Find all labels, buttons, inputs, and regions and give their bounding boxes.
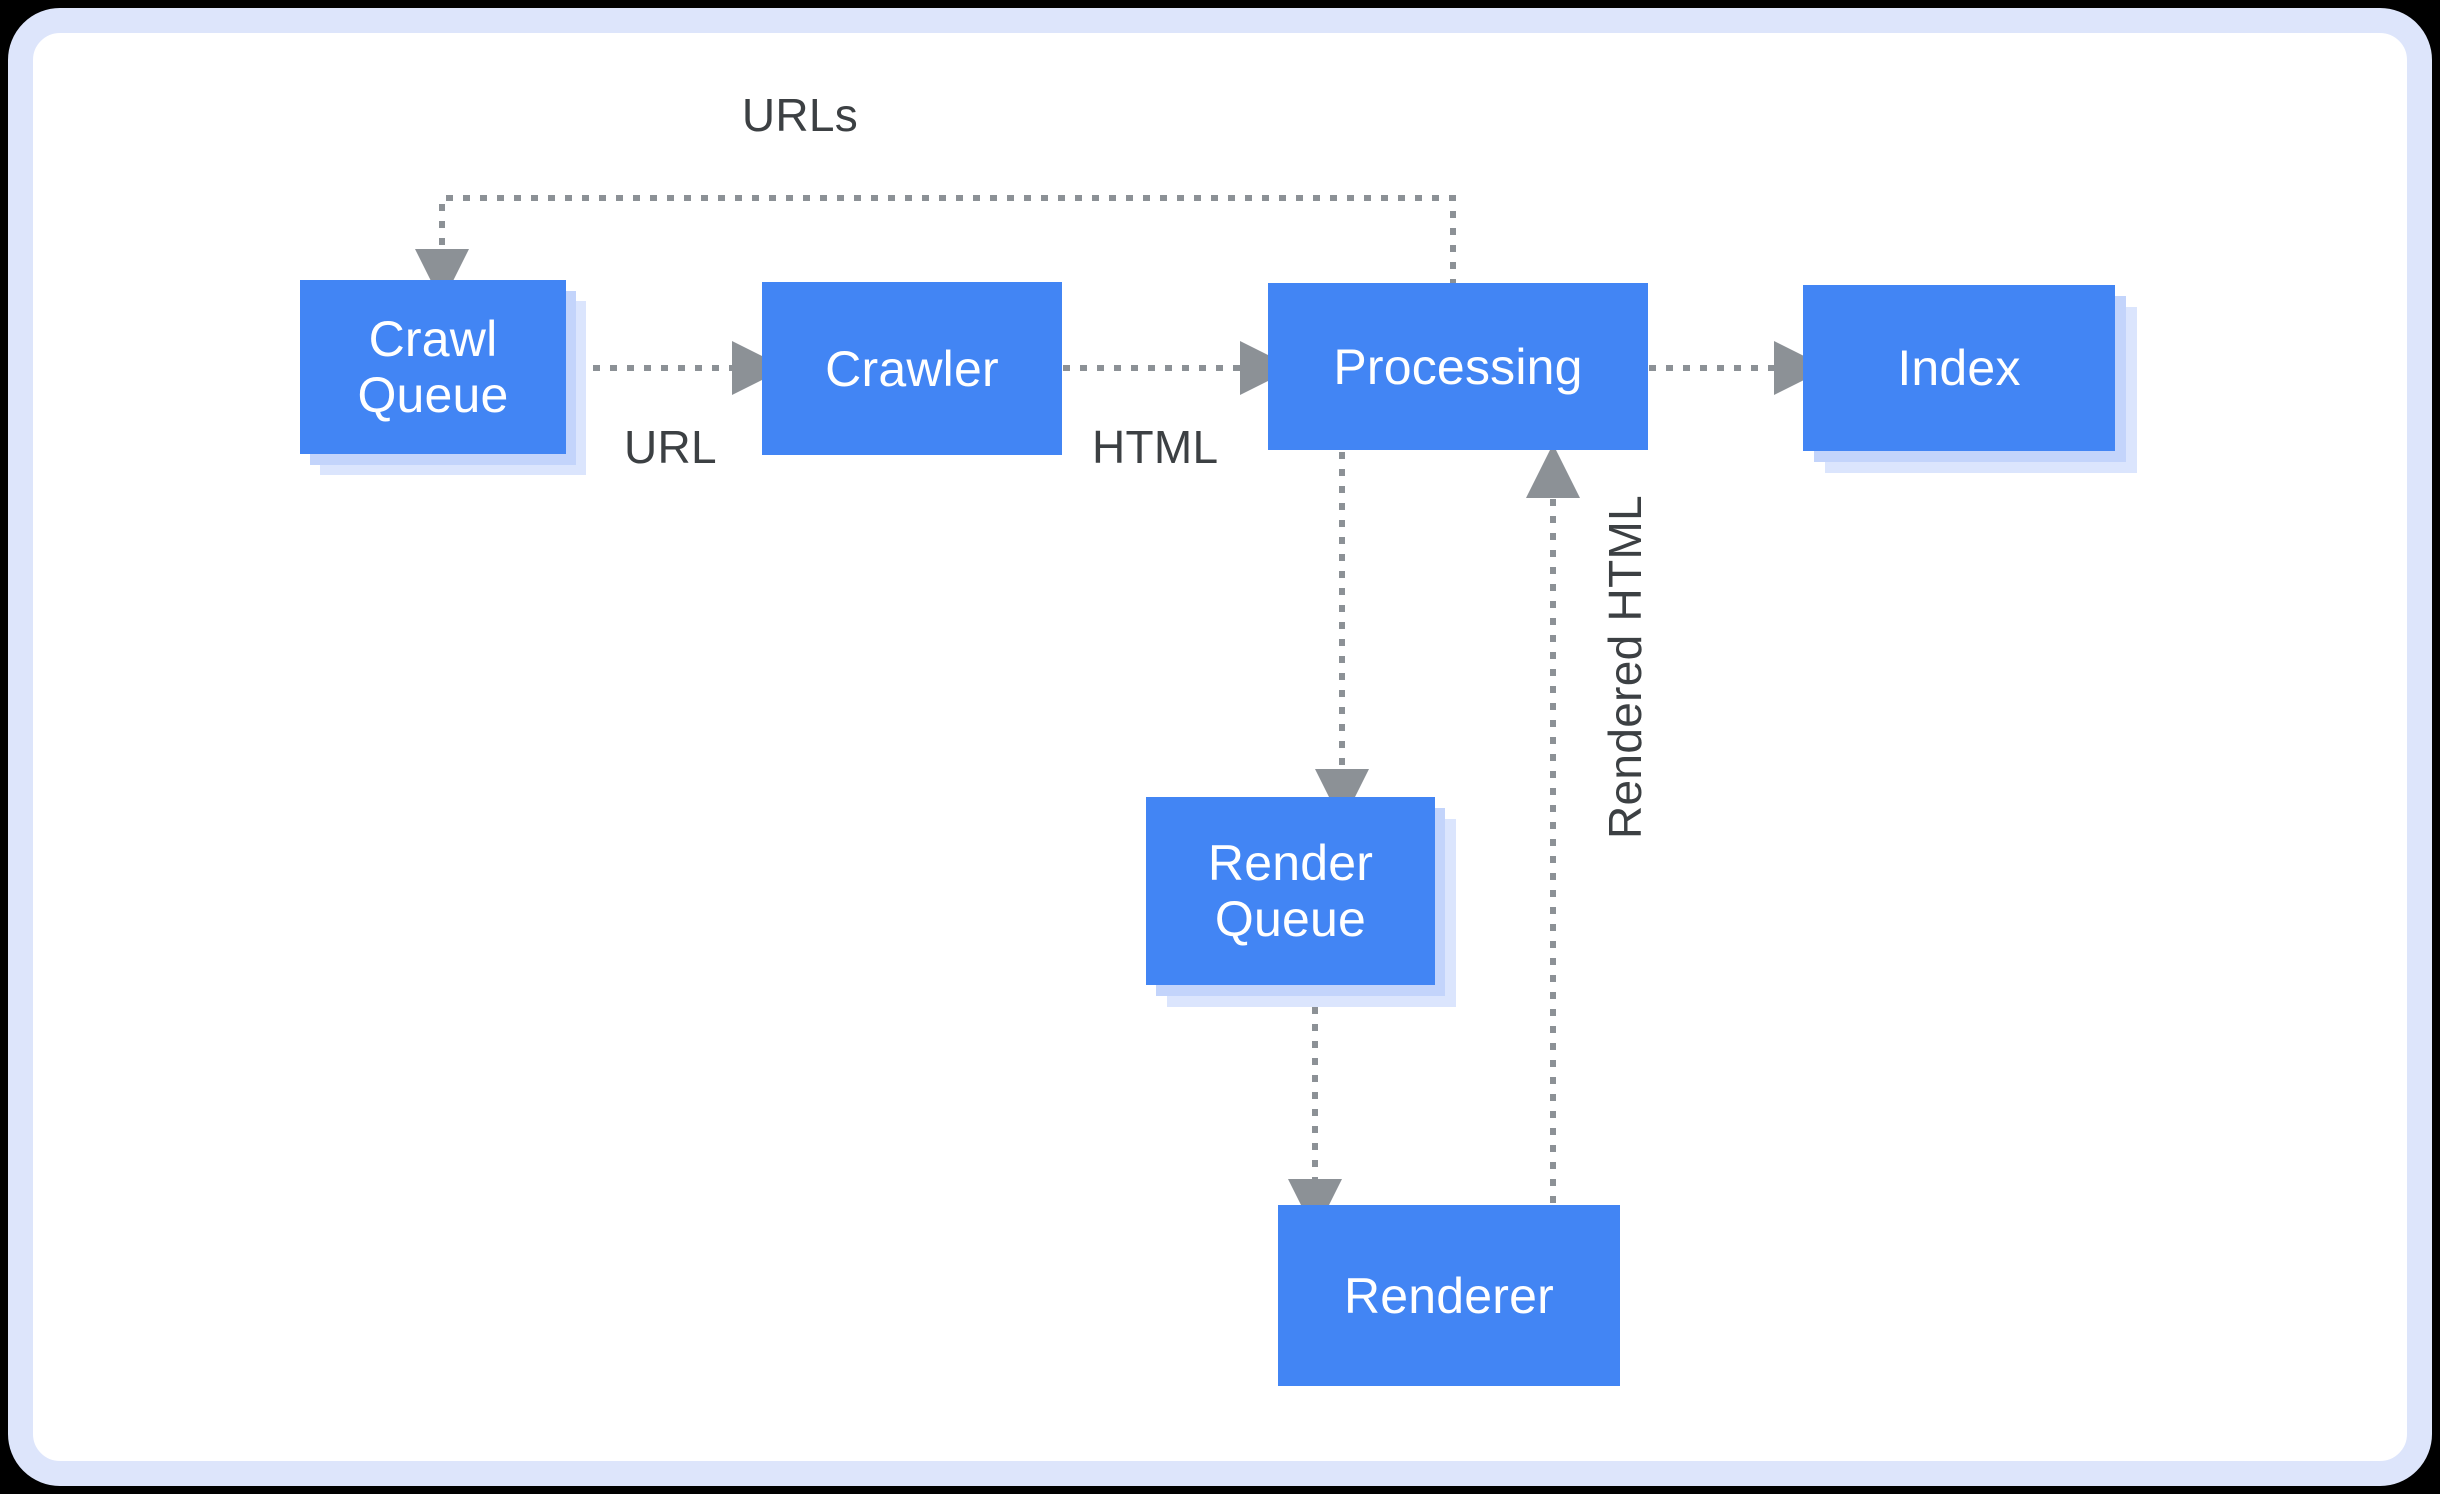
node-crawl-queue-label: Crawl Queue: [357, 311, 509, 423]
node-index[interactable]: Index: [1803, 285, 2115, 451]
edge-label-html: HTML: [1092, 421, 1219, 473]
edge-label-url: URL: [624, 421, 717, 473]
node-processing-label: Processing: [1333, 338, 1583, 395]
edge-processing-to-crawl-queue: [415, 195, 1456, 303]
node-processing[interactable]: Processing: [1268, 283, 1648, 450]
edge-label-rendered-html: Rendered HTML: [1599, 495, 1651, 839]
node-render-queue[interactable]: Render Queue: [1146, 797, 1435, 985]
node-render-queue-label: Render Queue: [1207, 835, 1374, 947]
node-crawl-queue[interactable]: Crawl Queue: [300, 280, 566, 454]
node-crawler[interactable]: Crawler: [762, 282, 1062, 455]
edge-label-urls: URLs: [741, 89, 859, 141]
node-renderer[interactable]: Renderer: [1278, 1205, 1620, 1386]
node-crawler-label: Crawler: [825, 340, 999, 397]
node-renderer-label: Renderer: [1343, 1267, 1555, 1324]
node-index-label: Index: [1897, 340, 2021, 396]
